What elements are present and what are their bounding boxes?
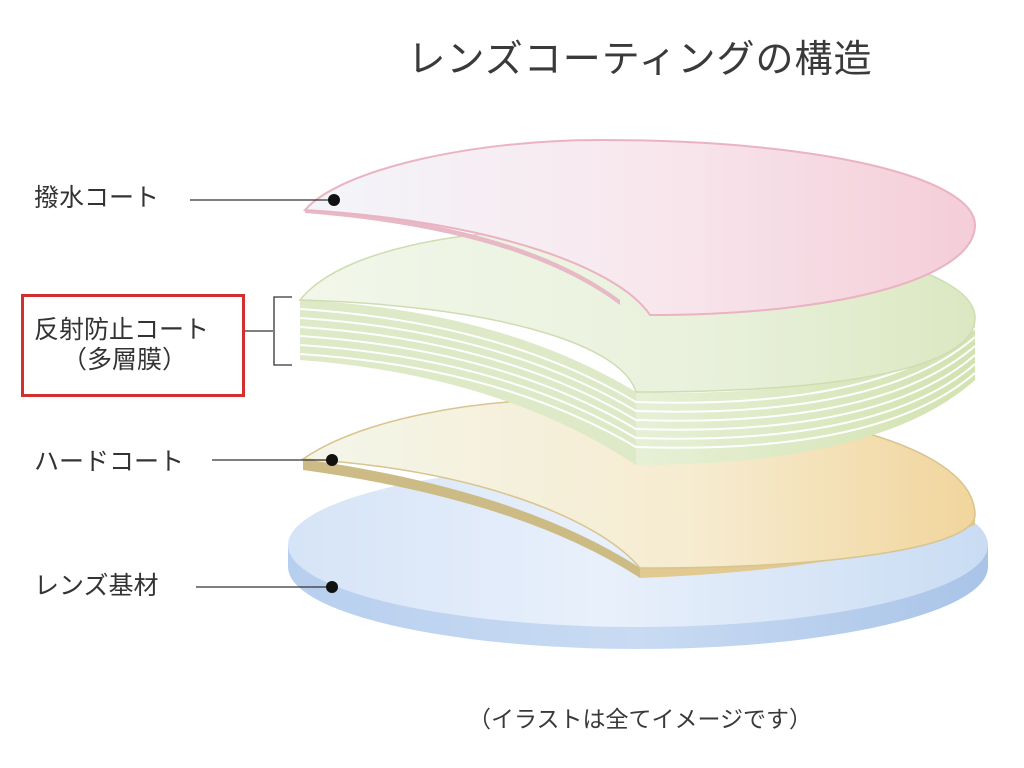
dot-hard-coat xyxy=(326,454,338,466)
dot-lens-base xyxy=(326,581,338,593)
leader-dots xyxy=(326,194,340,593)
multilayer-lines xyxy=(299,308,976,449)
diagram-title: レンズコーティングの構造 xyxy=(407,37,873,81)
hard-coat-side xyxy=(303,459,640,578)
label-anti-reflection: 反射防止コート （多層膜） xyxy=(34,315,246,375)
leader-lines xyxy=(190,199,332,588)
water-repellent-layer xyxy=(302,138,977,317)
highlight-box xyxy=(21,294,245,397)
illustration-note: （イラストは全てイメージです） xyxy=(467,707,813,733)
anti-reflection-side-front xyxy=(300,300,636,465)
water-repellent-top xyxy=(302,138,977,317)
label-water-repellent: 撥水コート xyxy=(34,183,160,212)
anti-reflection-bracket xyxy=(273,296,292,366)
dot-water-repellent xyxy=(328,194,340,206)
label-anti-reflection-line2: （多層膜） xyxy=(62,345,188,374)
label-anti-reflection-line1: 反射防止コート xyxy=(34,315,210,344)
label-lens-base: レンズ基材 xyxy=(34,571,159,600)
hard-coat-edge-right xyxy=(640,515,975,578)
label-hard-coat: ハードコート xyxy=(34,447,185,476)
